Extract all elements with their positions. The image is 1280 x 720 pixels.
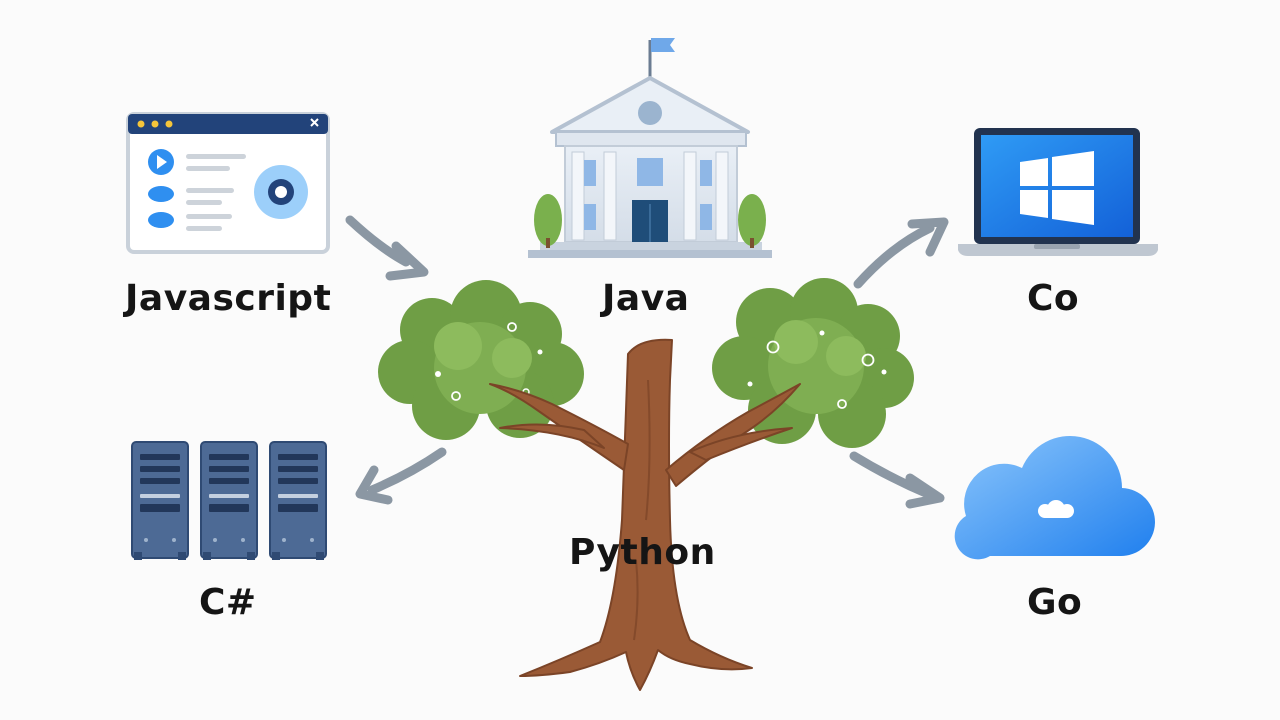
left-foliage xyxy=(378,280,584,440)
go-label: Go xyxy=(1027,582,1083,623)
arrow-to-co xyxy=(853,217,949,289)
java-label: Java xyxy=(602,278,690,319)
browser-window-icon xyxy=(126,112,330,254)
right-foliage xyxy=(712,278,914,448)
arrow-to-go xyxy=(849,451,945,509)
server-rack-icon xyxy=(131,441,327,560)
government-building-icon xyxy=(528,38,772,258)
javascript-label: Javascript xyxy=(125,278,332,319)
tree-trunk xyxy=(489,338,801,691)
csharp-label: C# xyxy=(199,582,257,623)
cloud-icon xyxy=(954,436,1155,560)
python-label: Python xyxy=(569,532,716,573)
arrow-to-csharp xyxy=(355,447,447,505)
arrow-to-root-from-javascript xyxy=(345,215,429,281)
windows-laptop-icon xyxy=(958,128,1158,256)
tree-icon xyxy=(378,278,914,691)
co-label: Co xyxy=(1027,278,1080,319)
